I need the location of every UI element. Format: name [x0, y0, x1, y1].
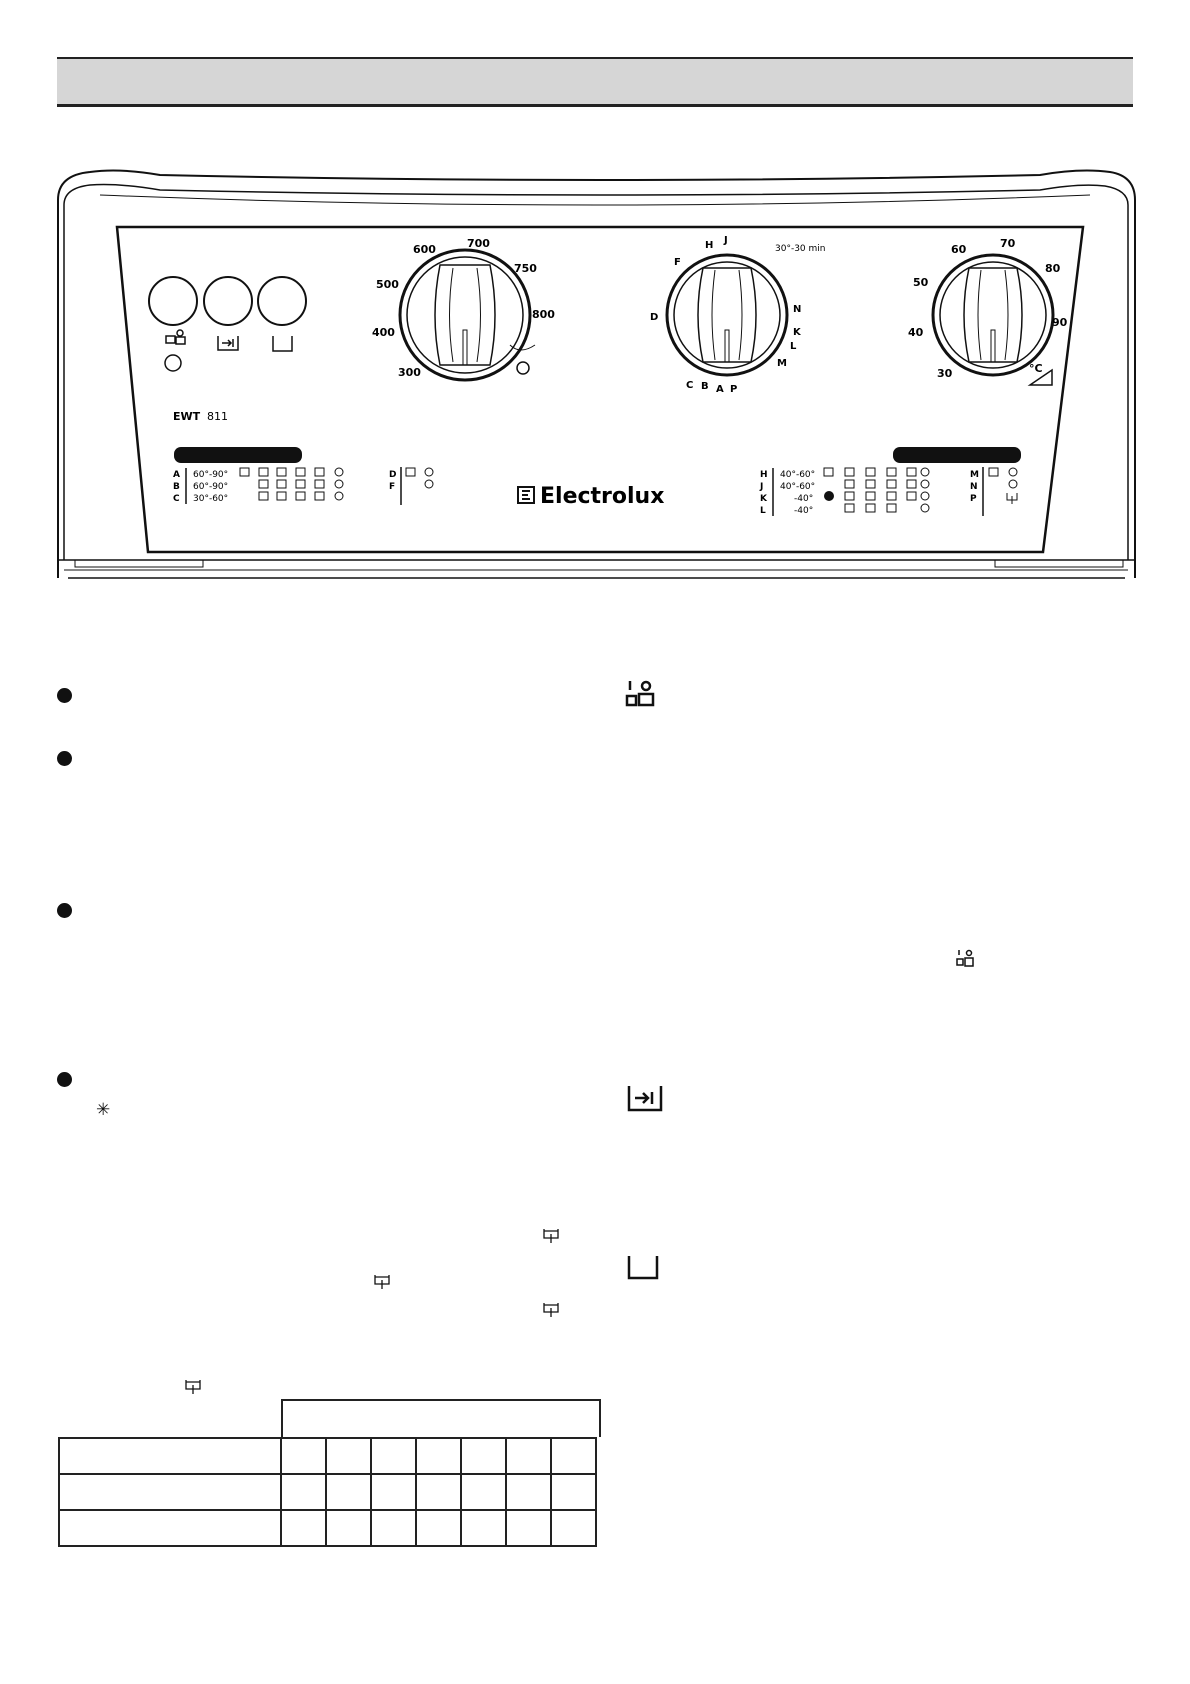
spin-label-400: 400 — [372, 326, 395, 339]
tub-icon — [627, 1256, 659, 1280]
programme-dial — [665, 253, 789, 377]
bullet-3 — [57, 903, 72, 918]
temp-label-70: 70 — [1000, 237, 1016, 250]
bullet-4 — [57, 1072, 72, 1087]
left-side-letter-d: D — [389, 470, 396, 480]
left-row-temp-a: 60°-90° — [193, 470, 228, 480]
spin-label-700: 700 — [467, 237, 490, 250]
right-side-letter-m: M — [970, 470, 979, 480]
bullet-2 — [57, 751, 72, 766]
left-row-temp-b: 60°-90° — [193, 482, 228, 492]
temp-label-50: 50 — [913, 276, 929, 289]
temp-label-30: 30 — [937, 367, 953, 380]
delay-symbol — [217, 336, 239, 351]
prog-letter-a: A — [716, 384, 724, 395]
right-row-letter-k: K — [760, 494, 768, 504]
prog-letter-f: F — [674, 257, 681, 268]
spin-label-800: 800 — [532, 308, 555, 321]
bullet-1 — [57, 688, 72, 703]
spin-speed-dial — [398, 248, 536, 382]
prog-letter-l: L — [790, 341, 797, 352]
drain-icon-2 — [374, 1275, 390, 1289]
drain-icon-4 — [185, 1380, 201, 1394]
asterisk-icon: ✳ — [96, 1100, 111, 1120]
control-panel-illustration: EWT 811 300 400 500 600 700 750 800 C B … — [57, 169, 1136, 579]
right-row-temp-k: -40° — [794, 494, 813, 504]
prog-letter-k: K — [793, 327, 802, 338]
left-row-letter-c: C — [173, 494, 180, 504]
left-row-letter-b: B — [173, 482, 180, 492]
table-header-cell — [281, 1399, 601, 1437]
table-row — [58, 1509, 597, 1547]
model-number: 811 — [207, 410, 228, 423]
right-row-letter-h: H — [760, 470, 768, 480]
prog-letter-d: D — [650, 312, 658, 323]
electrolux-logo: Electrolux — [517, 484, 664, 509]
right-row-temp-h: 40°-60° — [780, 470, 815, 480]
prog-letter-b: B — [701, 381, 709, 392]
prog-letter-j: J — [723, 235, 728, 246]
rinse-hold-small-icon — [956, 949, 974, 967]
rinse-hold-icon — [625, 680, 655, 707]
temp-label-60: 60 — [951, 243, 967, 256]
prog-letter-h: H — [705, 240, 713, 251]
left-row-letter-a: A — [173, 470, 180, 480]
right-row-temp-j: 40°-60° — [780, 482, 815, 492]
prog-letter-m: M — [777, 358, 787, 369]
right-row-temp-l: -40° — [794, 506, 813, 516]
left-row-temp-c: 30°-60° — [193, 494, 228, 504]
drain-icon-1 — [543, 1229, 559, 1243]
tub-symbol — [272, 336, 293, 352]
left-side-letter-f: F — [389, 482, 395, 492]
model-prefix: EWT — [173, 410, 201, 423]
right-row-letter-j: J — [759, 482, 763, 492]
drain-icon-3 — [543, 1303, 559, 1317]
spin-label-500: 500 — [376, 278, 399, 291]
brand-name: Electrolux — [540, 484, 664, 509]
spin-label-300: 300 — [398, 366, 421, 379]
prog-timer-label: 30°-30 min — [775, 244, 825, 254]
prog-letter-c: C — [686, 380, 693, 391]
rinse-hold-symbol — [164, 329, 186, 372]
right-row-letter-l: L — [760, 506, 766, 516]
prog-letter-n: N — [793, 304, 801, 315]
spin-speed-table — [58, 1437, 597, 1547]
table-row — [58, 1437, 597, 1475]
temp-unit: °C — [1029, 362, 1043, 375]
spin-label-600: 600 — [413, 243, 436, 256]
prog-letter-p: P — [730, 384, 737, 395]
temperature-dial — [931, 253, 1055, 386]
temp-label-40: 40 — [908, 326, 924, 339]
header-bar — [57, 57, 1133, 107]
delay-icon — [627, 1086, 663, 1112]
temp-label-90: 90 — [1052, 316, 1068, 329]
right-side-letter-p: P — [970, 494, 977, 504]
right-side-letter-n: N — [970, 482, 978, 492]
spin-label-750: 750 — [514, 262, 537, 275]
temp-label-80: 80 — [1045, 262, 1061, 275]
table-row — [58, 1473, 597, 1511]
